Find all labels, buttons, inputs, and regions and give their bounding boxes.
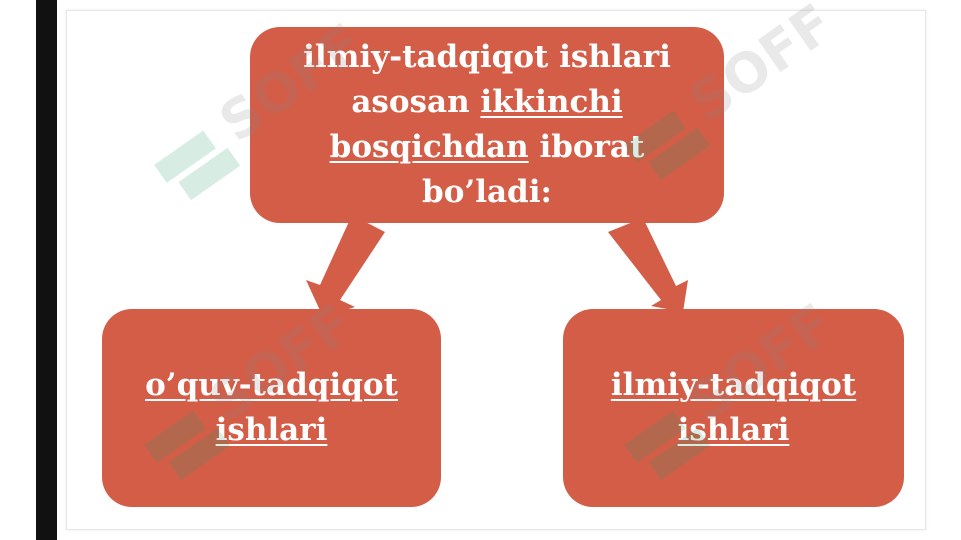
top-box-line-3-underlined: bosqichdan bbox=[329, 129, 529, 165]
right-box-text: ilmiy-tadqiqot ishlari bbox=[611, 363, 856, 453]
left-box-line-2: ishlari bbox=[215, 412, 328, 448]
top-box-line-2-plain: asosan bbox=[351, 84, 481, 120]
arrow-left bbox=[306, 215, 385, 317]
left-box-text: o’quv-tadqiqot ishlari bbox=[145, 363, 398, 453]
top-box-line-3-plain: iborat bbox=[528, 129, 645, 165]
top-box-line-2-underlined: ikkinchi bbox=[480, 84, 623, 120]
right-box-line-1: ilmiy-tadqiqot bbox=[610, 367, 857, 403]
right-box: ilmiy-tadqiqot ishlari bbox=[563, 309, 904, 507]
top-box-line-2: asosan ikkinchi bbox=[303, 80, 671, 125]
left-box: o’quv-tadqiqot ishlari bbox=[102, 309, 441, 507]
right-box-line-2: ishlari bbox=[677, 412, 790, 448]
left-box-line-1: o’quv-tadqiqot bbox=[145, 367, 398, 403]
top-box: ilmiy-tadqiqot ishlari asosan ikkinchi b… bbox=[250, 27, 724, 223]
top-box-line-4: bo’ladi: bbox=[422, 174, 552, 210]
top-box-line-1: ilmiy-tadqiqot ishlari bbox=[303, 39, 671, 75]
left-border-bar bbox=[36, 0, 57, 540]
top-box-text: ilmiy-tadqiqot ishlari asosan ikkinchi b… bbox=[303, 35, 671, 215]
top-box-line-3: bosqichdan iborat bbox=[303, 125, 671, 170]
arrow-right bbox=[608, 218, 688, 312]
